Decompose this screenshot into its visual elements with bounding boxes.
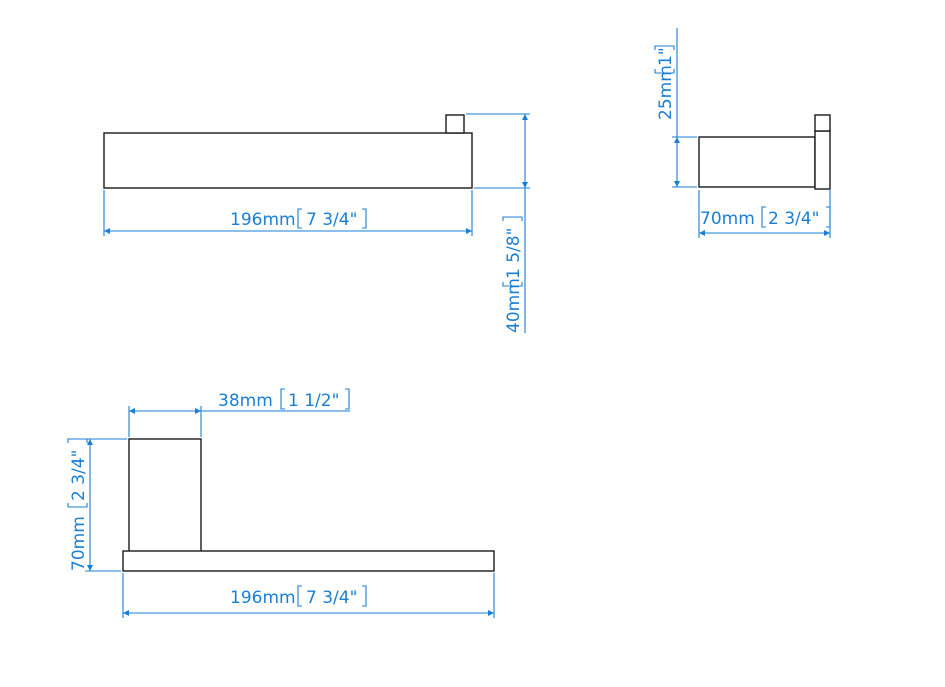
front-width-dimension: 196mm 7 3/4" [103, 190, 473, 236]
top-post-label: 38mm [218, 391, 273, 411]
front-width-label: 196mm [230, 210, 296, 230]
top-depth-label: 70mm [69, 516, 89, 571]
top-post-inch: 1 1/2" [288, 391, 339, 411]
top-width-label: 196mm [230, 588, 296, 608]
side-projection-inch: 1" [656, 47, 676, 66]
front-height-inch: 1 5/8" [504, 228, 524, 279]
top-depth-inch: 2 3/4" [69, 450, 89, 501]
front-view-post [445, 114, 465, 134]
top-width-inch: 7 3/4" [306, 588, 357, 608]
front-view-bar [103, 132, 473, 189]
side-view-mount [814, 114, 831, 132]
side-depth-label: 70mm [700, 209, 755, 229]
top-view-bar [122, 550, 495, 572]
front-width-inch: 7 3/4" [306, 210, 357, 230]
side-depth-inch: 2 3/4" [768, 209, 819, 229]
front-height-dimension: 40mm 1 5/8" [466, 113, 530, 333]
side-view: 25mm 1" 70mm 2 3/4" [654, 28, 831, 238]
top-depth-dimension: 70mm 2 3/4" [67, 438, 127, 572]
front-height-label: 40mm [504, 278, 524, 333]
side-depth-dimension: 70mm 2 3/4" [698, 190, 831, 238]
side-view-plate [814, 130, 831, 190]
top-view-post [128, 438, 202, 553]
top-post-dimension: 38mm 1 1/2" [128, 388, 350, 437]
top-width-dimension: 196mm 7 3/4" [122, 573, 495, 618]
front-view: 196mm 7 3/4" 40mm 1 5/8" [103, 113, 530, 333]
side-projection-label: 25mm [656, 65, 676, 120]
top-view: 38mm 1 1/2" 70mm 2 3/4" 196mm 7 3/4" [67, 388, 495, 618]
side-projection-dimension: 25mm 1" [654, 28, 697, 188]
side-view-arm [698, 136, 816, 188]
